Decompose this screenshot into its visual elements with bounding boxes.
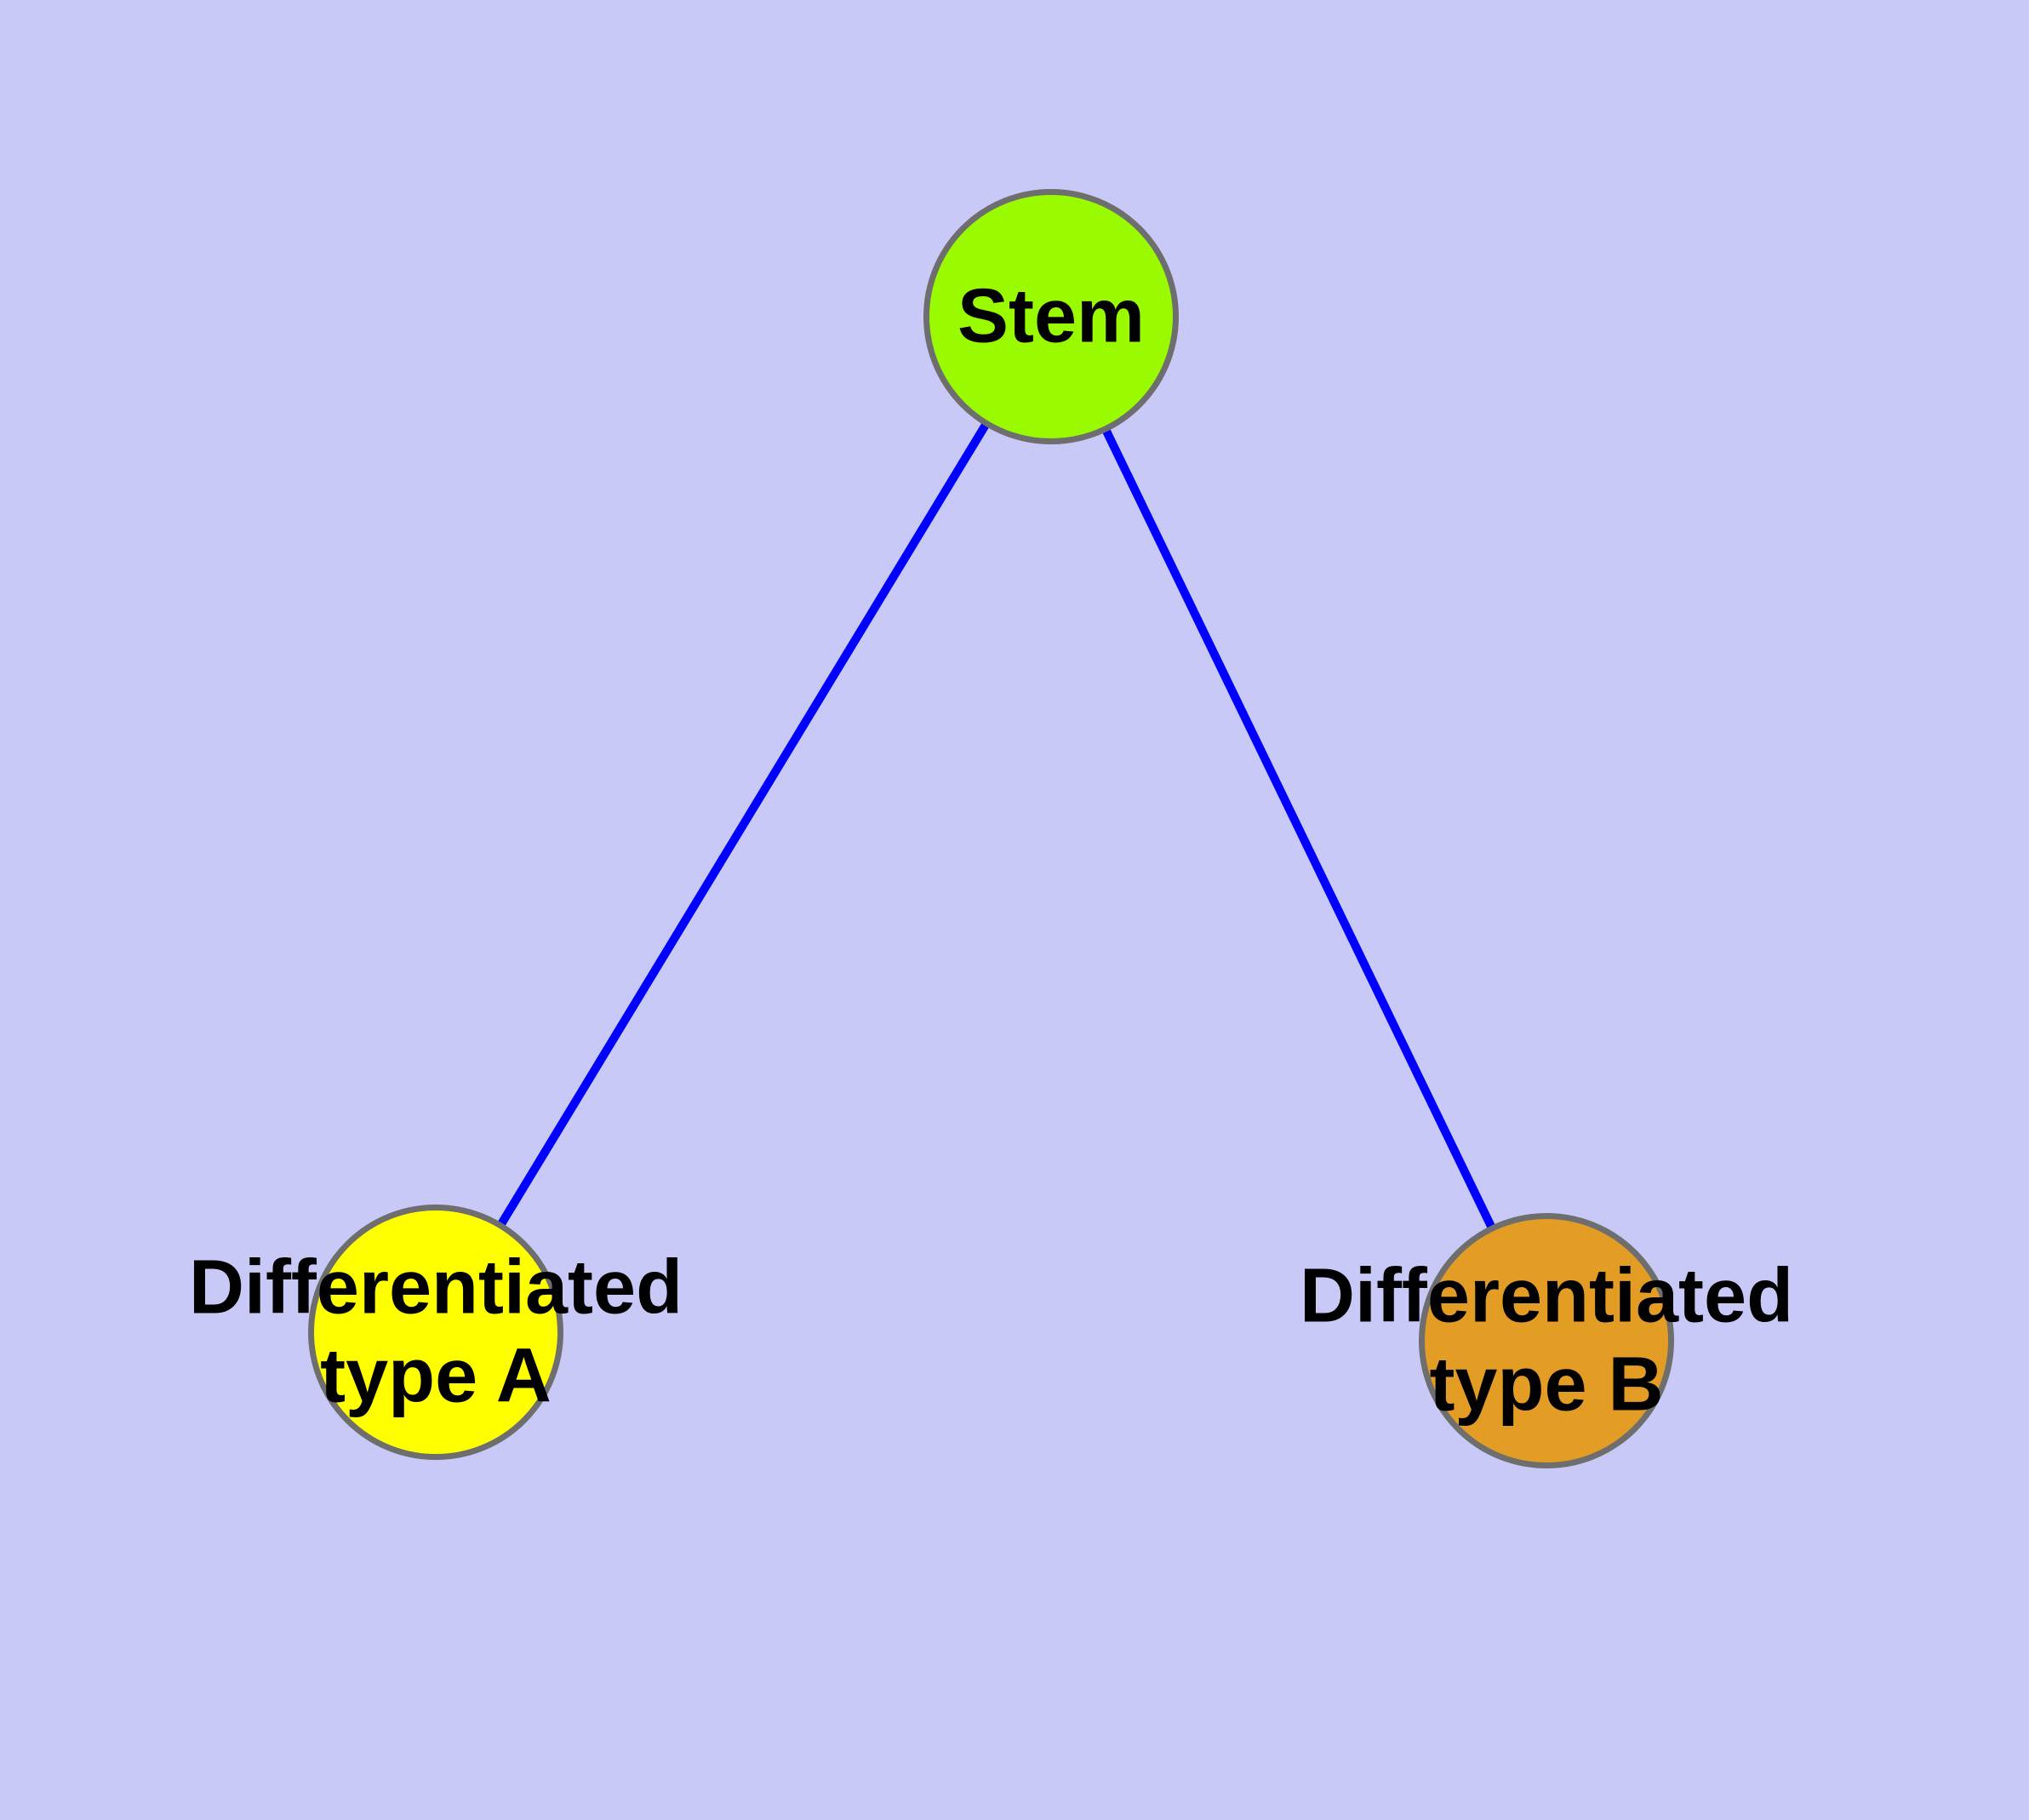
- node-label-line: Differentiated: [1299, 1253, 1794, 1339]
- edge-stem-to-type-a: [432, 314, 1055, 1335]
- node-label-line: type B: [1429, 1342, 1664, 1427]
- node-label-line: type A: [320, 1333, 552, 1418]
- node-label-line: Stem: [957, 273, 1146, 359]
- node-differentiated-type-a-circle: [308, 1205, 563, 1460]
- node-differentiated-type-b-label: Differentiated type B: [1300, 1253, 1793, 1429]
- node-differentiated-type-a-label: Differentiated type A: [189, 1245, 683, 1421]
- node-stem-label: Stem: [957, 272, 1145, 361]
- node-stem-circle: [923, 189, 1179, 444]
- node-differentiated-type-b-circle: [1419, 1213, 1674, 1468]
- node-label-line: Differentiated: [188, 1245, 683, 1331]
- edge-stem-to-type-b: [1047, 314, 1551, 1343]
